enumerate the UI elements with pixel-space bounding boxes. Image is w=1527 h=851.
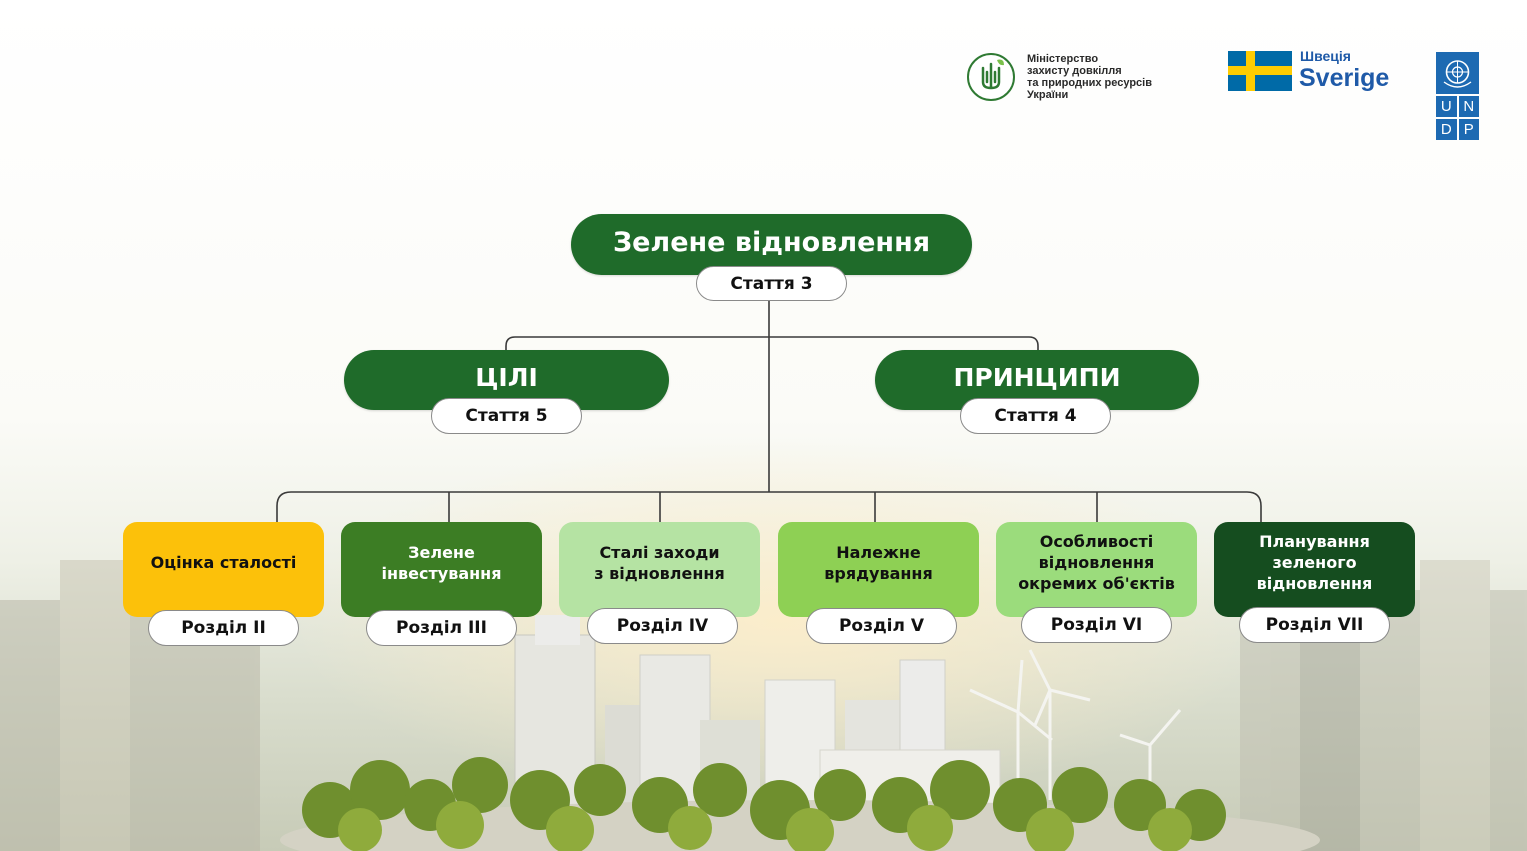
goals-node-ref: Стаття 5 [431, 398, 582, 434]
undp-letter: U [1436, 96, 1457, 117]
undp-letter: P [1458, 119, 1479, 140]
section-card-title: Сталі заходи з відновлення [594, 542, 725, 583]
section-card: Планування зеленого відновлення [1214, 522, 1415, 617]
section-card-title: Оцінка сталості [150, 553, 297, 572]
sweden-label-uk: Швеція [1300, 48, 1351, 64]
principles-node-ref: Стаття 4 [960, 398, 1111, 434]
section-card-ref: Розділ VII [1239, 607, 1390, 643]
sweden-label-se: Sverige [1299, 64, 1390, 92]
principles-node-title: ПРИНЦИПИ [953, 362, 1121, 392]
section-card-ref: Розділ II [148, 610, 299, 646]
un-emblem-logo [1436, 52, 1479, 94]
undp-letter: N [1458, 96, 1479, 117]
section-card: Зелене інвестування [341, 522, 542, 617]
ministry-name: Міністерство захисту довкілля та природн… [1027, 53, 1152, 101]
section-card-ref: Розділ VI [1021, 607, 1172, 643]
section-card-ref: Розділ V [806, 608, 957, 644]
section-card-title: Зелене інвестування [381, 542, 502, 583]
section-card: Оцінка сталості [123, 522, 324, 617]
section-card: Сталі заходи з відновлення [559, 522, 760, 617]
ministry-trident-logo [967, 53, 1015, 101]
section-card-title: Планування зеленого відновлення [1256, 532, 1373, 593]
undp-letter: D [1436, 119, 1457, 140]
section-card: Належне врядування [778, 522, 979, 617]
section-card-ref: Розділ IV [587, 608, 738, 644]
sweden-flag-logo [1228, 51, 1292, 91]
section-card-title: Особливості відновлення окремих об'єктів [1018, 532, 1175, 593]
principles-node: ПРИНЦИПИ [875, 350, 1199, 410]
undp-logo: U N D P [1436, 96, 1479, 140]
root-node-ref: Стаття 3 [696, 266, 847, 301]
section-card-title: Належне врядування [824, 542, 933, 583]
section-card: Особливості відновлення окремих об'єктів [996, 522, 1197, 617]
section-card-ref: Розділ III [366, 610, 517, 646]
root-node-green-recovery: Зелене відновлення [571, 214, 972, 275]
goals-node-title: ЦІЛІ [475, 362, 538, 392]
root-node-title: Зелене відновлення [612, 227, 931, 258]
